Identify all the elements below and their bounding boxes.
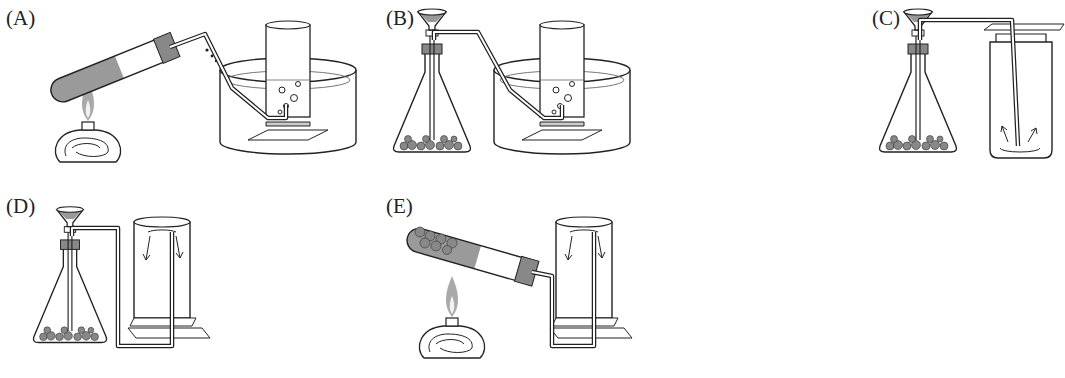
panel-label: (E) bbox=[386, 196, 413, 217]
panel-label: (A) bbox=[6, 8, 35, 29]
panel-label: (C) bbox=[872, 8, 900, 29]
panel-label: (D) bbox=[6, 196, 35, 217]
panel-label: (B) bbox=[386, 8, 414, 29]
